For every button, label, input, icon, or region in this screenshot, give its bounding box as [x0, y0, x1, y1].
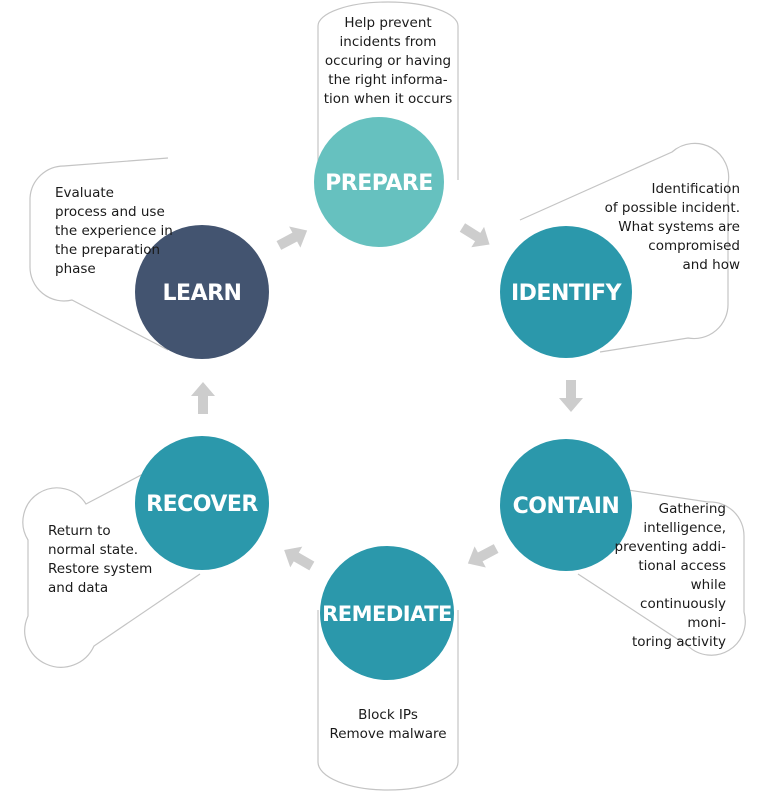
prepare-circle	[314, 117, 444, 247]
learn-callout-outline	[29, 157, 169, 351]
recover-circle	[135, 436, 269, 570]
recover-callout-outline	[22, 443, 201, 668]
arrow-learn-to-prepare	[276, 226, 308, 250]
arrow-identify-to-contain	[559, 380, 583, 412]
prepare-callout-outline	[317, 1, 459, 180]
remediate-label: REMEDIATE	[322, 602, 452, 626]
prepare-label: PREPARE	[325, 171, 433, 196]
prepare-description: Help prevent incidents from occuring or …	[323, 15, 453, 107]
identify-description: Identification of possible incident. Wha…	[604, 181, 740, 273]
arrow-prepare-to-identify	[459, 223, 490, 248]
arrow-remediate-to-recover	[284, 546, 315, 571]
remediate-callout-outline	[317, 610, 459, 791]
contain-label: CONTAIN	[513, 494, 620, 519]
arrow-recover-to-learn	[191, 382, 215, 414]
contain-description: Gathering intelligence, preventing addi-…	[614, 501, 726, 650]
remediate-description: Block IPs Remove malware	[329, 707, 447, 742]
identify-label: IDENTIFY	[511, 281, 623, 306]
identify-circle	[500, 226, 632, 358]
arrow-contain-to-remediate	[467, 544, 499, 568]
learn-description: Evaluate process and use the experience …	[55, 185, 173, 277]
learn-label: LEARN	[163, 281, 242, 306]
recover-label: RECOVER	[146, 492, 258, 517]
contain-circle	[500, 439, 632, 571]
identify-callout-outline	[519, 142, 730, 353]
recover-description: Return to normal state. Restore system a…	[48, 523, 153, 596]
remediate-circle	[320, 546, 454, 680]
contain-callout-outline	[577, 489, 746, 656]
learn-circle	[135, 225, 269, 359]
